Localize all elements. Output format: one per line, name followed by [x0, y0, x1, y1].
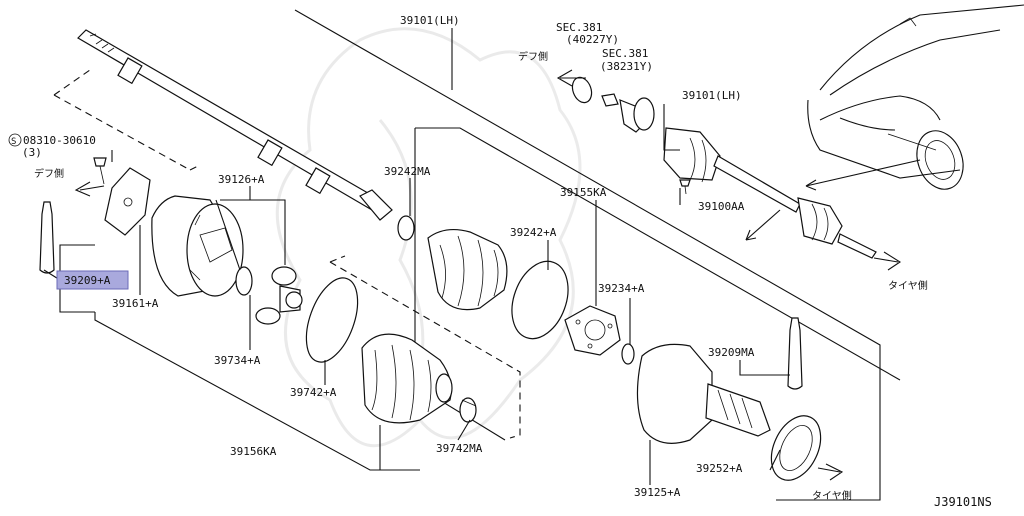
housing-cup[interactable] [151, 195, 244, 297]
label-sec381-a[interactable]: SEC.381 [556, 21, 602, 34]
oil-seal[interactable] [762, 408, 831, 488]
sec381-flange[interactable] [601, 93, 655, 133]
grease-tube-left[interactable] [39, 201, 55, 274]
inner-boot[interactable] [361, 333, 453, 424]
bolt-symbol: S [11, 137, 16, 147]
leader-lines [43, 28, 790, 485]
bolt-callout[interactable]: S 08310-30610 (3) [8, 133, 96, 159]
tripod-joint[interactable] [255, 266, 303, 325]
inner-race[interactable] [564, 305, 621, 356]
sec381-seal[interactable] [569, 75, 595, 106]
grease-tube-right[interactable] [787, 317, 803, 390]
label-bolt-part[interactable]: 08310-30610 [23, 134, 96, 147]
label-39100aa[interactable]: 39100AA [698, 200, 745, 213]
bolt[interactable] [93, 157, 107, 185]
label-sec381-b-code: (38231Y) [600, 60, 653, 73]
label-diff-side-2: デフ側 [34, 167, 64, 180]
bolt-39100aa[interactable] [679, 179, 691, 195]
label-39155ka[interactable]: 39155KA [560, 186, 607, 199]
label-39242a[interactable]: 39242+A [510, 226, 557, 239]
label-sec381-b[interactable]: SEC.381 [602, 47, 648, 60]
label-39209ma[interactable]: 39209MA [708, 346, 755, 359]
dust-cover-plate[interactable] [104, 167, 151, 236]
label-39209a[interactable]: 39209+A [64, 274, 111, 287]
label-39125a[interactable]: 39125+A [634, 486, 681, 499]
label-39101-lh[interactable]: 39101(LH) [400, 14, 460, 27]
arrows [74, 69, 921, 481]
label-39742a[interactable]: 39742+A [290, 386, 337, 399]
boot-band-39242a[interactable] [502, 254, 578, 347]
label-39742ma[interactable]: 39742MA [436, 442, 483, 455]
label-sec381-a-code: (40227Y) [566, 33, 619, 46]
outer-cv-joint[interactable] [636, 343, 771, 444]
car-outline [807, 4, 1024, 190]
label-bolt-qty: (3) [22, 146, 42, 159]
label-tire-side-2: タイヤ側 [812, 489, 852, 502]
assembled-shaft[interactable] [663, 127, 877, 259]
label-39161a[interactable]: 39161+A [112, 297, 159, 310]
label-39242ma[interactable]: 39242MA [384, 165, 431, 178]
circlip-39234[interactable] [621, 343, 635, 365]
boot-band-39242ma[interactable] [397, 215, 415, 241]
outer-boot[interactable] [427, 228, 508, 311]
label-diff-side-1: デフ側 [518, 50, 548, 63]
label-tire-side-1: タイヤ側 [888, 279, 928, 292]
label-39126a[interactable]: 39126+A [218, 173, 265, 186]
label-39156ka[interactable]: 39156KA [230, 445, 277, 458]
highlight-39209a [56, 270, 129, 290]
boot-band-39742a[interactable] [296, 271, 367, 369]
label-39734a[interactable]: 39734+A [214, 354, 261, 367]
snap-ring-39734[interactable] [235, 266, 253, 296]
label-39101-lh-right[interactable]: 39101(LH) [682, 89, 742, 102]
diagram-id: J39101NS [934, 495, 992, 509]
label-39252a[interactable]: 39252+A [696, 462, 743, 475]
boot-band-39742ma[interactable] [459, 397, 477, 423]
long-drive-shaft[interactable] [77, 29, 393, 221]
label-39234a[interactable]: 39234+A [598, 282, 645, 295]
